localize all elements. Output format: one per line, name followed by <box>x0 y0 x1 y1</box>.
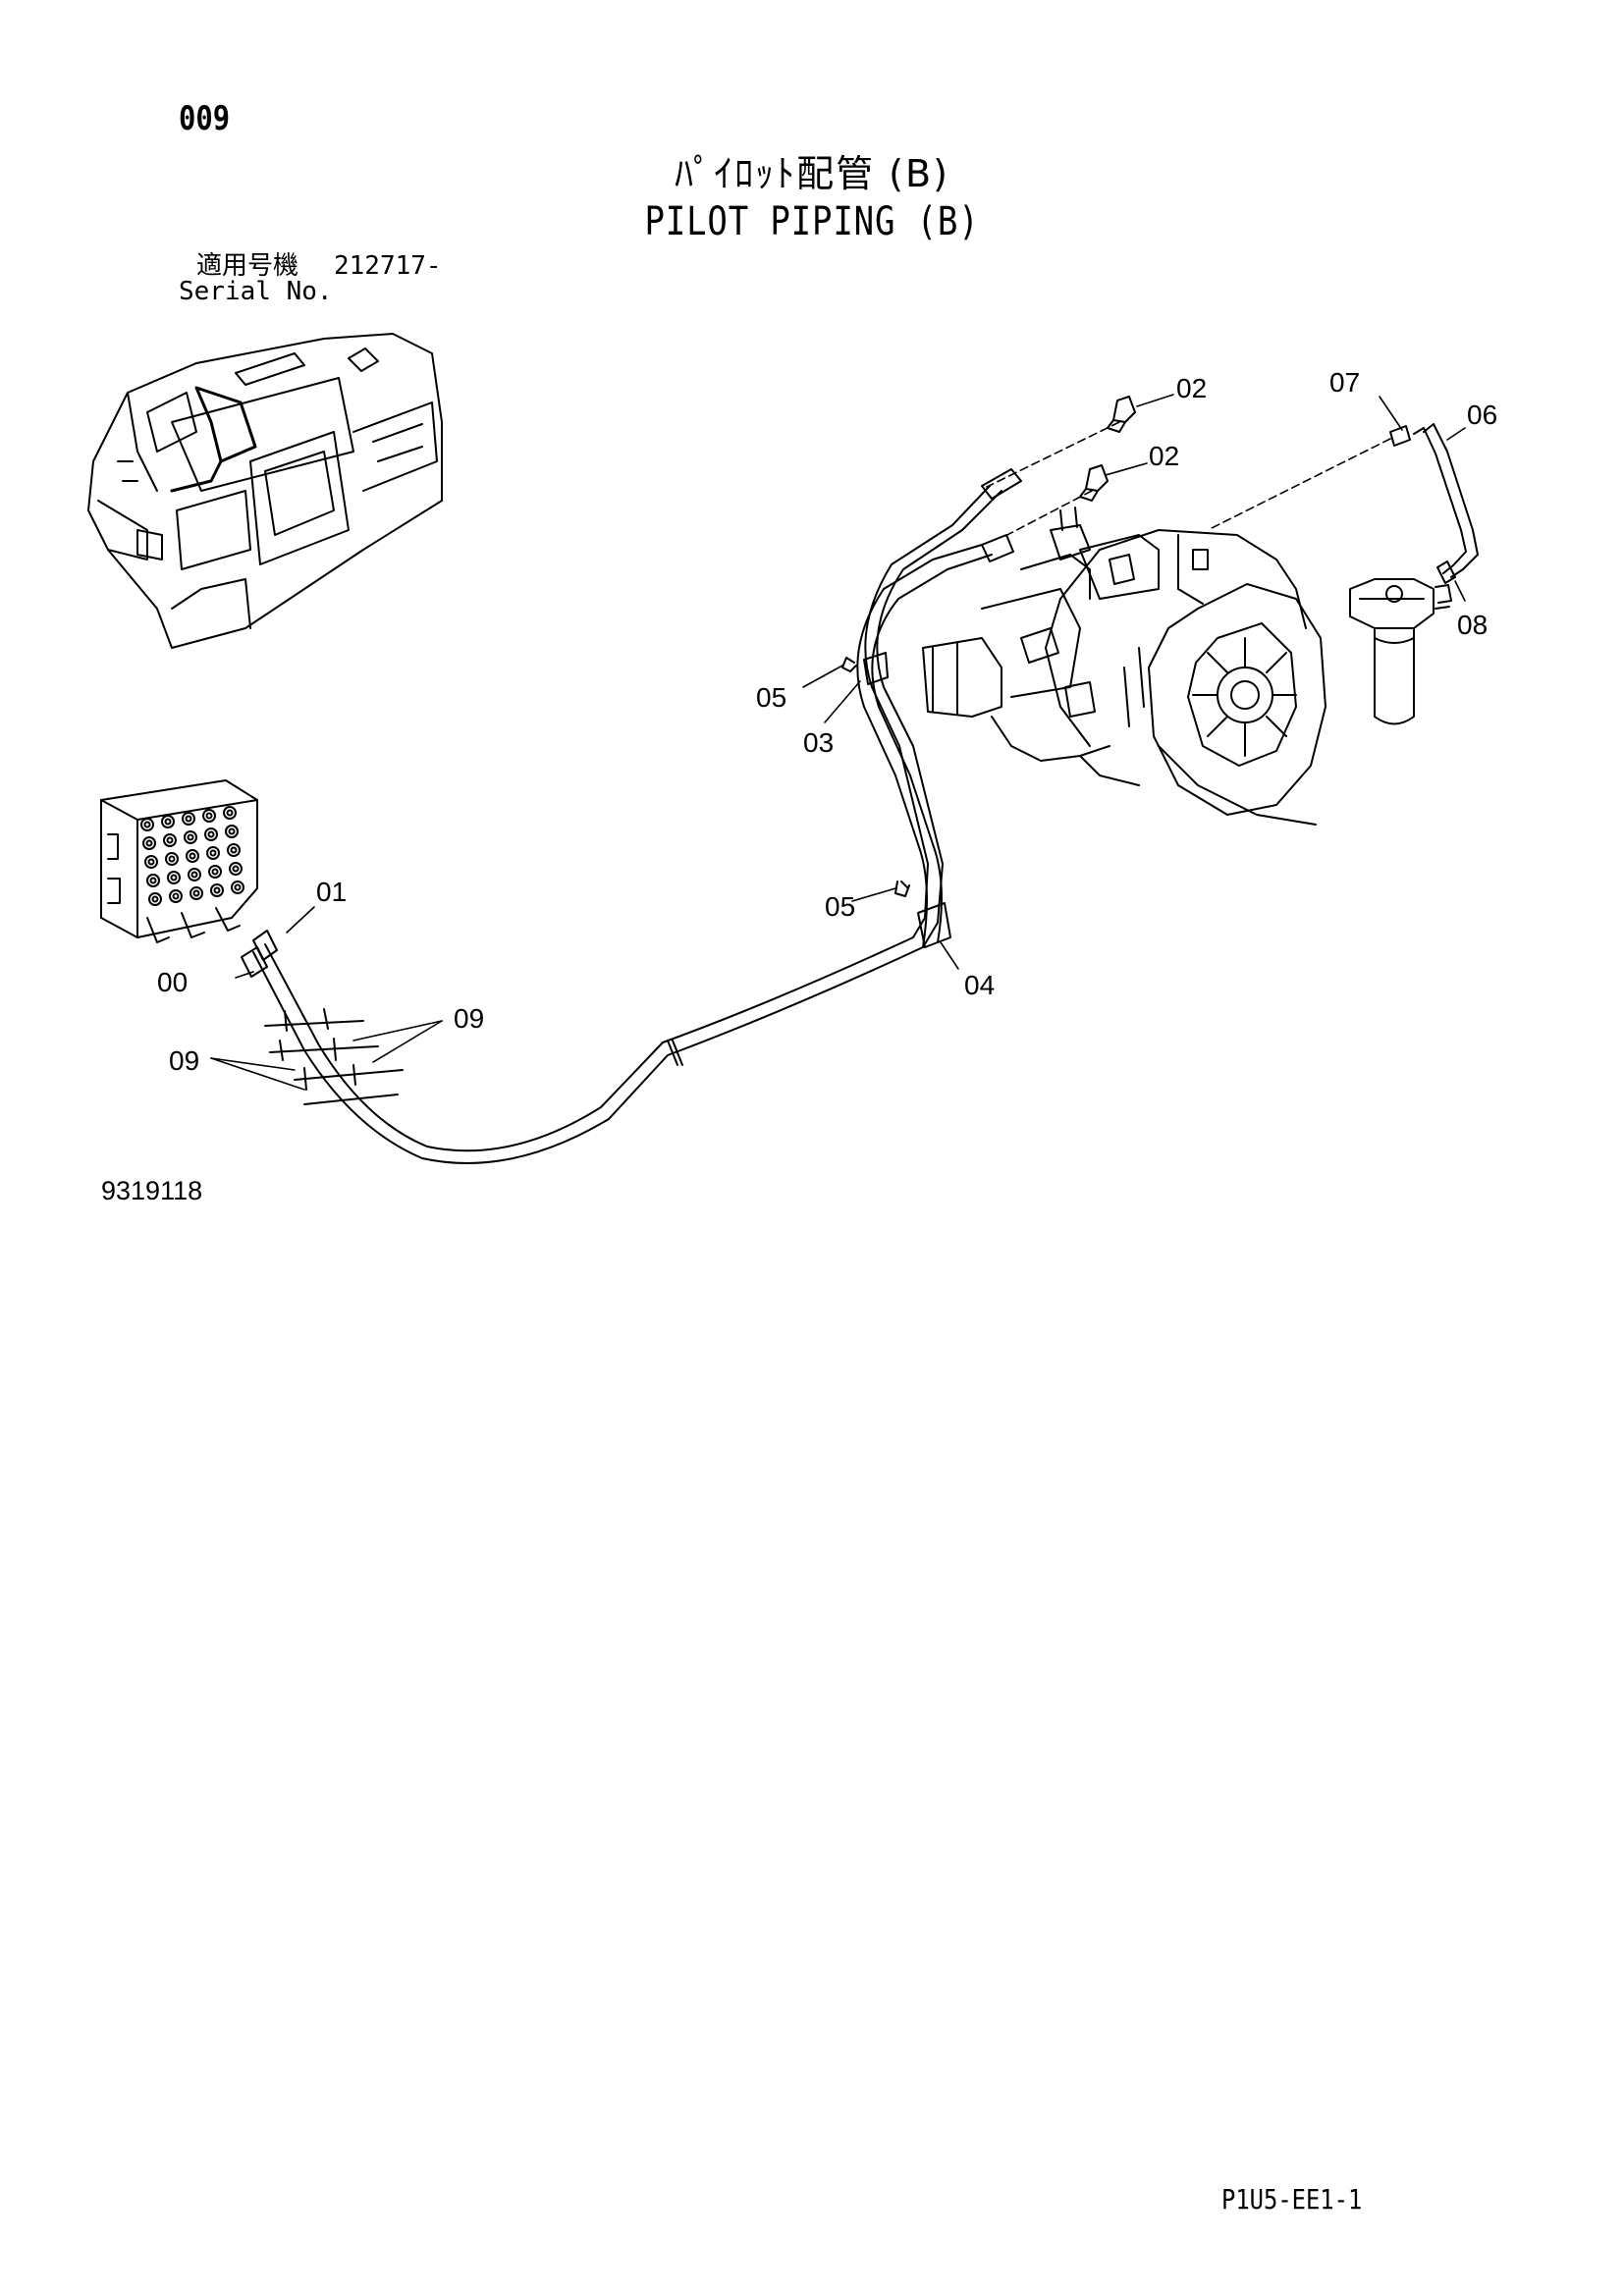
leader-lines <box>210 394 1466 1091</box>
valve-port-center <box>170 874 178 881</box>
valve-port-center <box>209 849 217 857</box>
valve-port-center <box>143 821 151 828</box>
hose-support-brackets <box>264 1008 404 1105</box>
valve-port-center <box>207 830 215 838</box>
valve-port-center <box>172 892 180 900</box>
title-japanese: ﾊﾟｲﾛｯﾄ配管 (B) <box>675 152 949 195</box>
valve-port <box>161 815 175 828</box>
pilot-pipe-06 <box>1389 423 1479 584</box>
callout-08: 08 <box>1457 610 1488 640</box>
callout-06: 06 <box>1467 400 1497 430</box>
valve-port <box>229 862 243 876</box>
callout-05-upper: 05 <box>756 682 786 713</box>
callout-09-left: 09 <box>169 1045 199 1076</box>
callout-00: 00 <box>157 967 188 997</box>
callout-02-lower: 02 <box>1149 441 1179 471</box>
drawing-number: 9319118 <box>101 1176 203 1205</box>
valve-port-center <box>166 836 174 844</box>
valve-port-center <box>211 868 219 876</box>
valve-port <box>169 889 183 903</box>
sheet-id: P1U5-EE1-1 <box>1221 2183 1363 2216</box>
valve-port <box>148 892 162 906</box>
serial-label-english: Serial No. <box>179 277 333 306</box>
title-english: PILOT PIPING (B) <box>644 199 980 244</box>
callout-03: 03 <box>803 727 834 758</box>
pilot-valve-block-icon <box>100 779 258 943</box>
valve-port <box>142 836 156 850</box>
valve-port-center <box>190 871 198 879</box>
elbow-fitting-02-lower <box>1079 464 1109 502</box>
valve-port-center <box>230 846 238 854</box>
valve-port-center <box>189 852 196 860</box>
valve-port <box>140 818 154 831</box>
valve-port-center <box>185 815 192 823</box>
valve-port-center <box>205 812 213 820</box>
callout-09-right: 09 <box>454 1003 484 1034</box>
callout-labels: 00 01 02 02 03 04 05 05 06 07 08 09 09 <box>157 367 1497 1076</box>
pilot-hose-assembly <box>241 468 1022 1164</box>
valve-port-center <box>192 889 200 897</box>
valve-port <box>204 828 218 841</box>
valve-port <box>182 812 195 826</box>
callout-07: 07 <box>1329 367 1360 398</box>
page-number: 009 <box>179 99 231 138</box>
valve-port <box>144 855 158 869</box>
callout-04: 04 <box>964 970 995 1000</box>
valve-port <box>165 852 179 866</box>
valve-port-center <box>226 809 234 817</box>
valve-port-center <box>232 865 240 873</box>
valve-port-center <box>145 839 153 847</box>
valve-port <box>184 830 197 844</box>
valve-port <box>210 883 224 897</box>
valve-port-center <box>164 818 172 826</box>
hose-clamp-upper <box>841 652 889 685</box>
valve-port <box>206 846 220 860</box>
callout-01: 01 <box>316 877 347 907</box>
valve-port-center <box>147 858 155 866</box>
valve-port <box>189 886 203 900</box>
hydraulic-pump-icon <box>922 507 1326 826</box>
valve-port <box>223 806 237 820</box>
valve-port-center <box>168 855 176 863</box>
valve-port <box>208 865 222 879</box>
callout-05-lower: 05 <box>825 891 855 922</box>
hose-clamp-lower <box>894 881 951 948</box>
valve-port-center <box>234 883 242 891</box>
serial-label-japanese: 適用号機 <box>196 251 299 281</box>
valve-port <box>188 868 201 881</box>
valve-port <box>225 825 239 838</box>
valve-port-center <box>149 877 157 884</box>
valve-port <box>167 871 181 884</box>
valve-port <box>202 809 216 823</box>
valve-port-center <box>213 886 221 894</box>
valve-port <box>163 833 177 847</box>
pilot-filter-icon <box>1349 578 1452 725</box>
callout-02-upper: 02 <box>1176 373 1207 403</box>
elbow-fitting-02-upper <box>1107 396 1136 433</box>
valve-port <box>186 849 199 863</box>
valve-port <box>146 874 160 887</box>
valve-port-center <box>228 828 236 835</box>
valve-port-center <box>151 895 159 903</box>
serial-number: 212717- <box>334 251 442 281</box>
valve-port-center <box>187 833 194 841</box>
excavator-thumbnail-icon <box>87 333 443 649</box>
valve-port <box>227 843 241 857</box>
valve-port <box>231 881 244 894</box>
